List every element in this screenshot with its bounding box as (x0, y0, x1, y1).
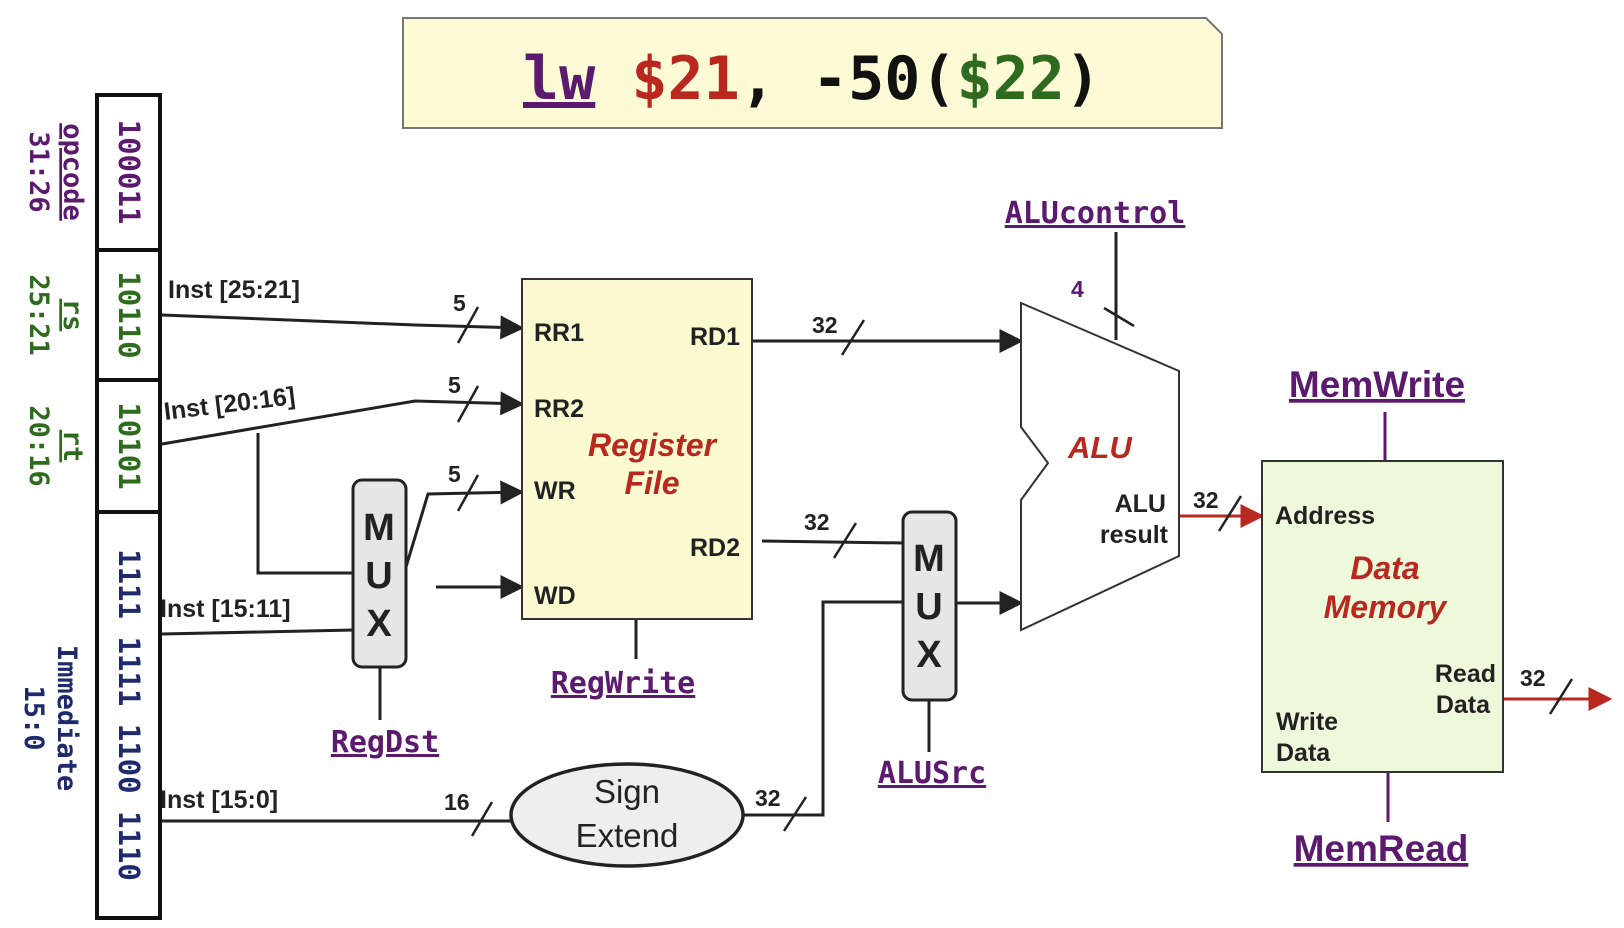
port-rd2: RD2 (690, 534, 740, 562)
mux-regdst-u: U (365, 555, 392, 597)
instr-op: lw (523, 44, 596, 114)
instruction-fields: 100011 10110 10101 1111 1111 1100 1110 o… (18, 93, 162, 920)
bus-alu-result: 32 (1193, 487, 1219, 513)
bus-wr: 5 (448, 461, 461, 487)
sign-extend-2: Extend (576, 817, 679, 854)
ctrl-regdst: RegDst (331, 725, 439, 760)
mux-alusrc-u: U (915, 586, 942, 628)
label-inst-25-21: Inst [25:21] (168, 276, 300, 304)
register-file: RR1 RR2 WR WD RD1 RD2 Register File (521, 278, 753, 620)
ctrl-memwrite: MemWrite (1289, 364, 1465, 405)
ctrl-alucontrol: ALUcontrol (1005, 196, 1186, 231)
field-opcode-name: opcode (57, 123, 88, 221)
mux-regdst-x: X (366, 603, 392, 645)
label-inst-15-0: Inst [15:0] (160, 786, 278, 814)
mem-write-data-1: Write (1276, 708, 1338, 736)
mux-alusrc-x: X (916, 634, 942, 676)
field-rt-range: 20:16 (23, 405, 54, 486)
field-opcode-bits: 100011 (112, 120, 146, 225)
port-rr2: RR2 (534, 395, 584, 423)
register-file-title-2: File (624, 465, 679, 501)
bus-sign-in: 16 (444, 789, 470, 815)
bus-rr1: 5 (453, 290, 466, 316)
sign-extend: Sign Extend (509, 762, 745, 868)
mux-alusrc-m: M (913, 538, 945, 580)
port-wr: WR (534, 477, 576, 505)
bus-rr2: 5 (448, 372, 461, 398)
bus-rd1: 32 (812, 312, 838, 338)
instr-sep: , (740, 44, 776, 114)
port-wd: WD (534, 582, 576, 610)
wire-sign-out (744, 600, 903, 817)
alu-result-1: ALU (1115, 490, 1166, 518)
bus-read-data: 32 (1520, 665, 1546, 691)
field-rs-range: 25:21 (23, 274, 54, 355)
field-rt-bits: 10101 (112, 402, 146, 489)
mem-title-2: Memory (1324, 589, 1449, 625)
field-imm-name: Immediate (51, 645, 82, 791)
wire-mux-to-wr (404, 480, 525, 568)
mux-regdst: M U X (351, 478, 408, 669)
wires (161, 232, 1118, 823)
bus-width-labels: 5 5 5 32 32 16 32 32 4 32 (444, 276, 1546, 815)
instr-rt: $21 (631, 44, 739, 114)
wire-rt-to-mux (256, 433, 354, 575)
mem-read-data-2: Data (1436, 691, 1491, 719)
instr-offset: -50 (812, 44, 920, 114)
mem-title-1: Data (1350, 550, 1419, 586)
mux-alusrc: M U X (901, 510, 958, 702)
field-imm-bits: 1111 1111 1100 1110 (112, 549, 146, 881)
label-inst-15-11: Inst [15:11] (160, 595, 291, 623)
bus-rd2: 32 (804, 509, 830, 535)
field-rs-name: rs (57, 299, 88, 332)
ctrl-alusrc: ALUSrc (878, 756, 986, 791)
ctrl-regwrite: RegWrite (551, 666, 696, 701)
alu-result-2: result (1100, 521, 1169, 549)
control-signals: ALUcontrol RegWrite RegDst ALUSrc MemWri… (331, 196, 1469, 869)
wire-inst-25-21 (161, 313, 525, 340)
mem-write-data-2: Data (1276, 739, 1331, 767)
mem-address: Address (1275, 502, 1375, 530)
wire-rd2 (761, 539, 904, 545)
instr-rparen: ) (1065, 44, 1101, 114)
bus-alucontrol: 4 (1071, 276, 1084, 302)
wire-labels: Inst [25:21] Inst [20:16] Inst [15:11] I… (160, 276, 300, 814)
bus-slashes (456, 306, 1574, 837)
alu: ALU ALU result (1020, 301, 1180, 632)
field-rs-bits: 10110 (112, 271, 146, 358)
bus-sign-out: 32 (755, 785, 781, 811)
sign-extend-1: Sign (594, 773, 660, 810)
memory-control-wires (1383, 412, 1390, 822)
label-inst-20-16: Inst [20:16] (162, 382, 296, 426)
data-memory: Address Data Memory Read Data Write Data (1261, 460, 1504, 773)
instruction-banner: lw $21, -50($22) (402, 17, 1223, 129)
field-opcode-range: 31:26 (23, 131, 54, 212)
port-rr1: RR1 (534, 319, 584, 347)
register-file-title-1: Register (588, 427, 718, 463)
svg-text:lw $21, -50($22): lw $21, -50($22) (523, 44, 1101, 114)
mux-regdst-m: M (363, 507, 395, 549)
instr-lparen: ( (920, 44, 956, 114)
ctrl-memread: MemRead (1294, 828, 1469, 869)
field-rt-name: rt (57, 430, 88, 463)
instr-rs: $22 (957, 44, 1065, 114)
mem-read-data-1: Read (1435, 660, 1496, 688)
alu-title: ALU (1067, 430, 1133, 465)
wire-inst-20-16 (161, 391, 525, 446)
port-rd1: RD1 (690, 323, 740, 351)
red-wires (1179, 504, 1613, 711)
wire-inst-15-11 (161, 628, 355, 636)
field-imm-range: 15:0 (18, 685, 49, 750)
